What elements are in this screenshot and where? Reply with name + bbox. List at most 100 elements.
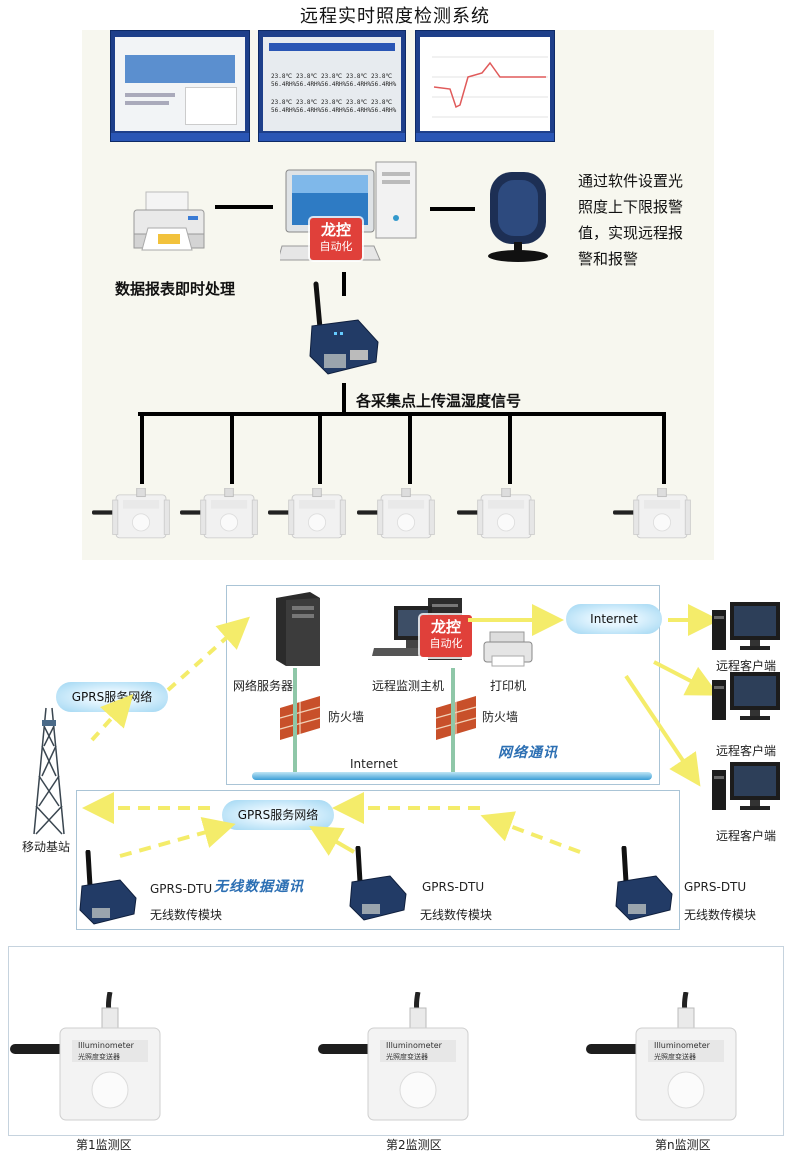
client-computer-icon xyxy=(712,672,780,720)
alarm-note-line: 通过软件设置光 xyxy=(578,172,684,190)
printer-icon xyxy=(483,631,533,667)
wireless-comm-label: 无线数据通讯 xyxy=(214,879,304,895)
pc-dtu-link xyxy=(342,272,346,296)
module-label: 无线数传模块 xyxy=(684,908,757,922)
tower-icon xyxy=(33,707,65,835)
light-sensor-icon xyxy=(92,487,170,539)
firewall-label-2: 防火墙 xyxy=(482,710,519,724)
client-label: 远程客户端 xyxy=(716,744,777,758)
sensor-link xyxy=(430,207,475,211)
light-sensor xyxy=(613,487,699,545)
alarm-note: 通过软件设置光 照度上下限报警 值，实现远程报 警和报警 xyxy=(578,168,683,272)
zone-label-n: 第n监测区 xyxy=(655,1138,711,1152)
logo-line1: 龙控 xyxy=(320,221,351,239)
sensor-subtitle: 光照度变送器 xyxy=(386,1053,428,1061)
module-label: 无线数传模块 xyxy=(420,908,493,922)
internet-bar xyxy=(252,772,652,780)
firewall-icon xyxy=(435,696,477,740)
report-label: 数据报表即时处理 xyxy=(115,280,236,298)
sensor-drop-line xyxy=(662,412,666,484)
network-frame xyxy=(226,585,660,785)
web-server-label: 网络服务器 xyxy=(233,679,294,693)
gprs-cloud-2: GPRS服务网络 xyxy=(222,800,334,830)
client-label: 远程客户端 xyxy=(716,659,777,673)
illuminometer-icon xyxy=(586,991,737,1121)
logo-line1: 龙控 xyxy=(430,618,461,636)
light-sensor xyxy=(268,487,354,545)
sensor-drop-line xyxy=(508,412,512,484)
illuminometer-icon xyxy=(318,991,469,1121)
zone-label-2: 第2监测区 xyxy=(386,1138,442,1152)
sensor-name: Illuminometer xyxy=(654,1041,710,1050)
server-icon xyxy=(276,592,320,666)
dtu-label: GPRS-DTU xyxy=(150,882,213,896)
light-sensor xyxy=(92,487,178,545)
sensor-drop-line xyxy=(230,412,234,484)
printer-label: 打印机 xyxy=(490,679,527,693)
dtu-icon xyxy=(309,281,379,375)
zone-label-1: 第1监测区 xyxy=(76,1138,132,1152)
light-sensor-icon xyxy=(613,487,691,539)
brand-logo: 龙控 自动化 xyxy=(310,218,362,260)
alarm-note-line: 警和报警 xyxy=(578,250,639,268)
sensor-subtitle: 光照度变送器 xyxy=(78,1053,120,1061)
dtu-bus-link xyxy=(342,383,346,413)
sensor-subtitle: 光照度变送器 xyxy=(654,1053,696,1061)
host-link xyxy=(451,668,455,772)
light-sensor xyxy=(357,487,443,545)
login-screenshot xyxy=(110,30,250,142)
sensor-bus xyxy=(138,412,664,416)
illuminometer: Illuminometer 光照度变送器 xyxy=(586,991,766,1122)
light-sensor-icon xyxy=(457,487,535,539)
dtu-label: GPRS-DTU xyxy=(422,880,485,894)
flow-arrows xyxy=(82,604,720,858)
light-sensor-icon xyxy=(180,487,258,539)
logo-line2: 自动化 xyxy=(319,240,353,253)
sensor-drop-line xyxy=(318,412,322,484)
host-label: 远程监测主机 xyxy=(372,679,445,693)
sensor-drop-line xyxy=(140,412,144,484)
net-comm-label: 网络通讯 xyxy=(498,745,558,761)
internet-cloud: Internet xyxy=(566,604,662,634)
signal-label: 各采集点上传温湿度信号 xyxy=(356,392,522,410)
sensor-name: Illuminometer xyxy=(78,1041,134,1050)
light-sensor xyxy=(457,487,543,545)
illuminometer: Illuminometer 光照度变送器 xyxy=(10,991,190,1122)
firewall-label-1: 防火墙 xyxy=(328,710,365,724)
alarm-note-line: 值，实现远程报 xyxy=(578,224,684,242)
light-sensor-icon xyxy=(268,487,346,539)
wireless-frame xyxy=(76,790,680,930)
trend-screenshot xyxy=(415,30,555,142)
client-computer-icon xyxy=(712,602,780,650)
sensor-name: Illuminometer xyxy=(386,1041,442,1050)
dtu-icon xyxy=(615,846,673,921)
client-computer-icon xyxy=(712,762,780,810)
dtu-label: GPRS-DTU xyxy=(684,880,747,894)
light-sensor xyxy=(180,487,266,545)
client-label: 远程客户端 xyxy=(716,829,777,843)
dtu-icon xyxy=(79,850,137,925)
firewall-icon xyxy=(279,696,321,740)
sensor-drop-line xyxy=(408,412,412,484)
dtu-icon xyxy=(349,846,407,921)
zone-frame xyxy=(8,946,784,1136)
internet-line-label: Internet xyxy=(350,757,398,771)
base-station-label: 移动基站 xyxy=(22,840,71,854)
alarm-note-line: 照度上下限报警 xyxy=(578,198,684,216)
server-link xyxy=(293,668,297,772)
illuminometer: Illuminometer 光照度变送器 xyxy=(318,991,498,1122)
printer-icon xyxy=(133,191,205,251)
brand-logo-2: 龙控 自动化 xyxy=(420,615,472,657)
illuminometer-icon xyxy=(10,991,161,1121)
diagram-title: 远程实时照度检测系统 xyxy=(300,6,490,27)
alarm-device-icon xyxy=(488,172,548,262)
